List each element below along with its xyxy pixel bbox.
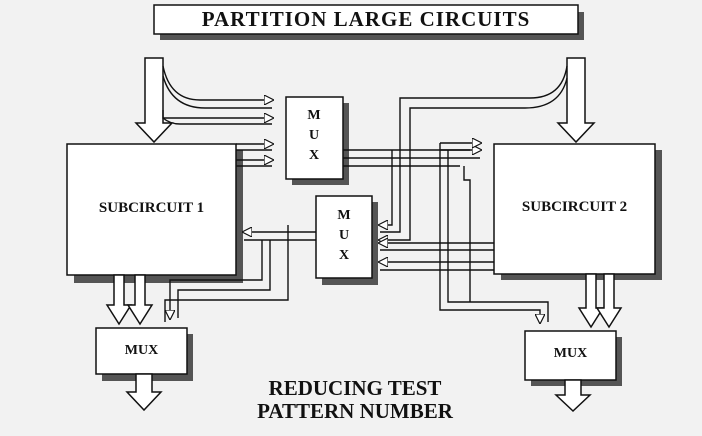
- title-box: [153, 4, 579, 35]
- sub2-to-mux-arrow-a: [577, 273, 605, 329]
- output-arrow-right-mux: [554, 379, 592, 413]
- mux-mid-label: M U X: [337, 208, 351, 263]
- mux-bottom-left-label: MUX: [124, 343, 159, 358]
- input-arrow-right: [556, 57, 596, 144]
- subcircuit-2-label: SUBCIRCUIT 2: [521, 199, 628, 215]
- input-arrow-left: [134, 57, 174, 144]
- sub1-to-mux-arrow-a: [105, 274, 133, 326]
- mux-bottom-right-label: MUX: [553, 346, 588, 361]
- bus-lines: [162, 65, 568, 322]
- caption-line-1: REDUCING TEST: [268, 376, 442, 400]
- sub2-to-mux-arrow-b: [595, 273, 623, 329]
- subcircuit-1-box: [66, 143, 237, 276]
- mux-mid-box: [315, 195, 373, 279]
- output-arrow-left-mux: [125, 373, 163, 412]
- page-title: PARTITION LARGE CIRCUITS: [201, 7, 531, 31]
- subcircuit-1-label: SUBCIRCUIT 1: [98, 200, 205, 216]
- mux-top-label: M U X: [307, 108, 321, 163]
- mux-bottom-right-box: [524, 330, 617, 381]
- mux-top-box: [285, 96, 344, 180]
- subcircuit-2-box: [493, 143, 656, 275]
- caption-line-2: PATTERN NUMBER: [257, 399, 453, 423]
- sub1-to-mux-arrow-b: [126, 274, 154, 326]
